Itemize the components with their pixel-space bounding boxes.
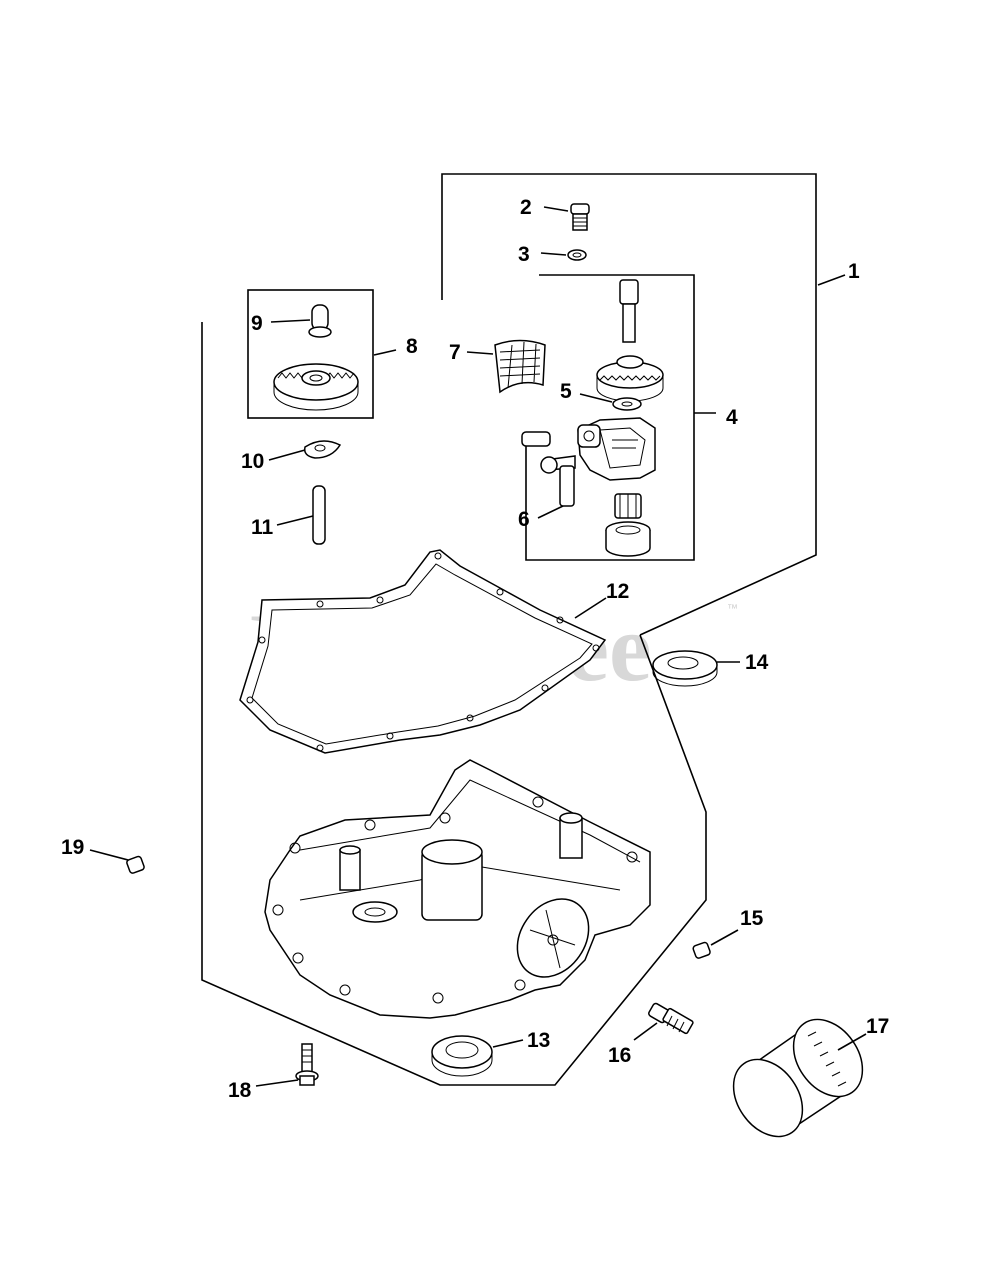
pump-bolt bbox=[619, 279, 639, 343]
callout-2: 2 bbox=[520, 196, 532, 219]
callout-10: 10 bbox=[241, 450, 264, 473]
group-outline-4 bbox=[525, 274, 695, 561]
callout-7: 7 bbox=[449, 341, 461, 364]
pump-body bbox=[577, 417, 656, 481]
gear-part-8 bbox=[273, 363, 359, 411]
callout-18: 18 bbox=[228, 1079, 252, 1102]
callout-4: 4 bbox=[726, 406, 738, 429]
callout-19: 19 bbox=[61, 836, 84, 859]
pin-part-9 bbox=[308, 304, 332, 338]
callout-16: 16 bbox=[608, 1044, 631, 1067]
callout-12: 12 bbox=[606, 580, 629, 603]
washer-part-3 bbox=[567, 249, 587, 261]
pump-rotor bbox=[614, 493, 642, 519]
callout-6: 6 bbox=[518, 508, 530, 531]
plug-part-15 bbox=[692, 941, 711, 959]
gasket-part-12 bbox=[239, 549, 607, 754]
pump-gear bbox=[596, 355, 664, 402]
pickup-tube-part-6 bbox=[521, 431, 576, 507]
bolt-part-18 bbox=[295, 1043, 319, 1086]
callout-14: 14 bbox=[745, 651, 769, 674]
callout-3: 3 bbox=[518, 243, 530, 266]
callout-13: 13 bbox=[527, 1029, 550, 1052]
group-outline-8 bbox=[247, 289, 374, 419]
callout-9: 9 bbox=[251, 312, 263, 335]
screw-part-2 bbox=[570, 203, 590, 231]
seal-part-13 bbox=[431, 1035, 493, 1077]
washer-part-5 bbox=[612, 397, 642, 411]
callout-8: 8 bbox=[406, 335, 418, 358]
washer-part-10 bbox=[303, 440, 342, 459]
group-outline-1 bbox=[441, 173, 817, 636]
callout-11: 11 bbox=[251, 516, 274, 539]
fitting-part-16 bbox=[648, 1002, 694, 1035]
callout-1: 1 bbox=[848, 260, 860, 283]
oil-pan bbox=[264, 759, 651, 1019]
pump-rotor-housing bbox=[605, 521, 651, 557]
watermark-trademark: ™ bbox=[727, 603, 738, 615]
oil-filter-part-17 bbox=[732, 1018, 864, 1138]
leader-lines bbox=[89, 206, 867, 1087]
callout-17: 17 bbox=[866, 1015, 889, 1038]
dowel-part-11 bbox=[312, 485, 326, 545]
seal-part-14 bbox=[652, 650, 718, 687]
plug-part-19 bbox=[126, 855, 145, 874]
screen-part-7 bbox=[494, 339, 546, 394]
callout-5: 5 bbox=[560, 380, 572, 403]
group-outline-pan bbox=[201, 322, 707, 1086]
callout-15: 15 bbox=[740, 907, 764, 930]
